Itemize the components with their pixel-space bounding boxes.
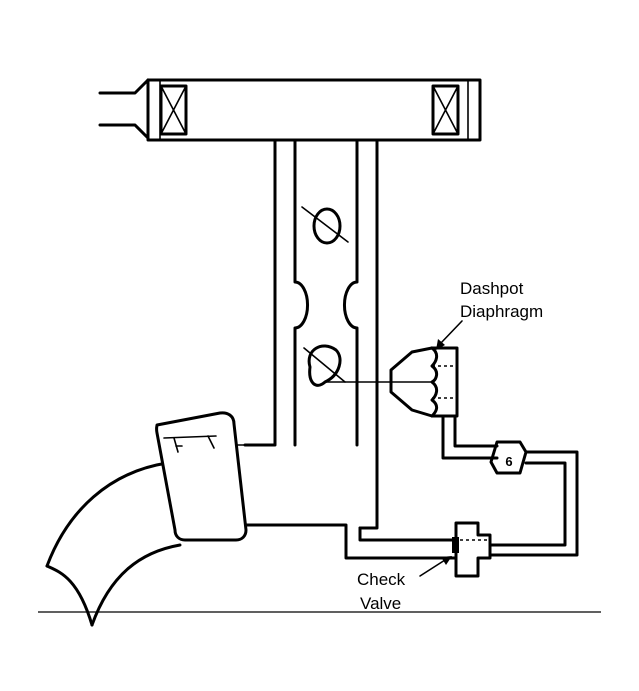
dashpot-leader [436, 320, 463, 350]
air-cleaner-housing [146, 78, 482, 142]
throttle-plate [303, 344, 346, 387]
check-valve-ball [452, 537, 459, 553]
check-valve-leader [419, 556, 452, 577]
left-filter-element [159, 84, 188, 136]
mounting-block [155, 411, 248, 542]
manifold-vacuum-hose [241, 523, 458, 560]
restrictor-6: 6 [489, 440, 528, 475]
check-valve [452, 521, 492, 578]
choke-plate [301, 206, 349, 245]
restrictor-number: 6 [505, 454, 512, 469]
dashpot-label-line1: Dashpot [460, 279, 524, 298]
dashpot-label-line2: Diaphragm [460, 302, 543, 321]
check-valve-label: Check Valve [357, 570, 406, 613]
right-filter-element [431, 84, 460, 136]
check-valve-label-line2: Valve [360, 594, 401, 613]
throttle-body [243, 138, 379, 530]
dashpot-vacuum-hose [441, 414, 499, 460]
inlet-hoses [98, 78, 150, 140]
dashpot-label: Dashpot Diaphragm [460, 279, 543, 321]
check-valve-hose [488, 450, 579, 557]
check-valve-label-line1: Check [357, 570, 406, 589]
